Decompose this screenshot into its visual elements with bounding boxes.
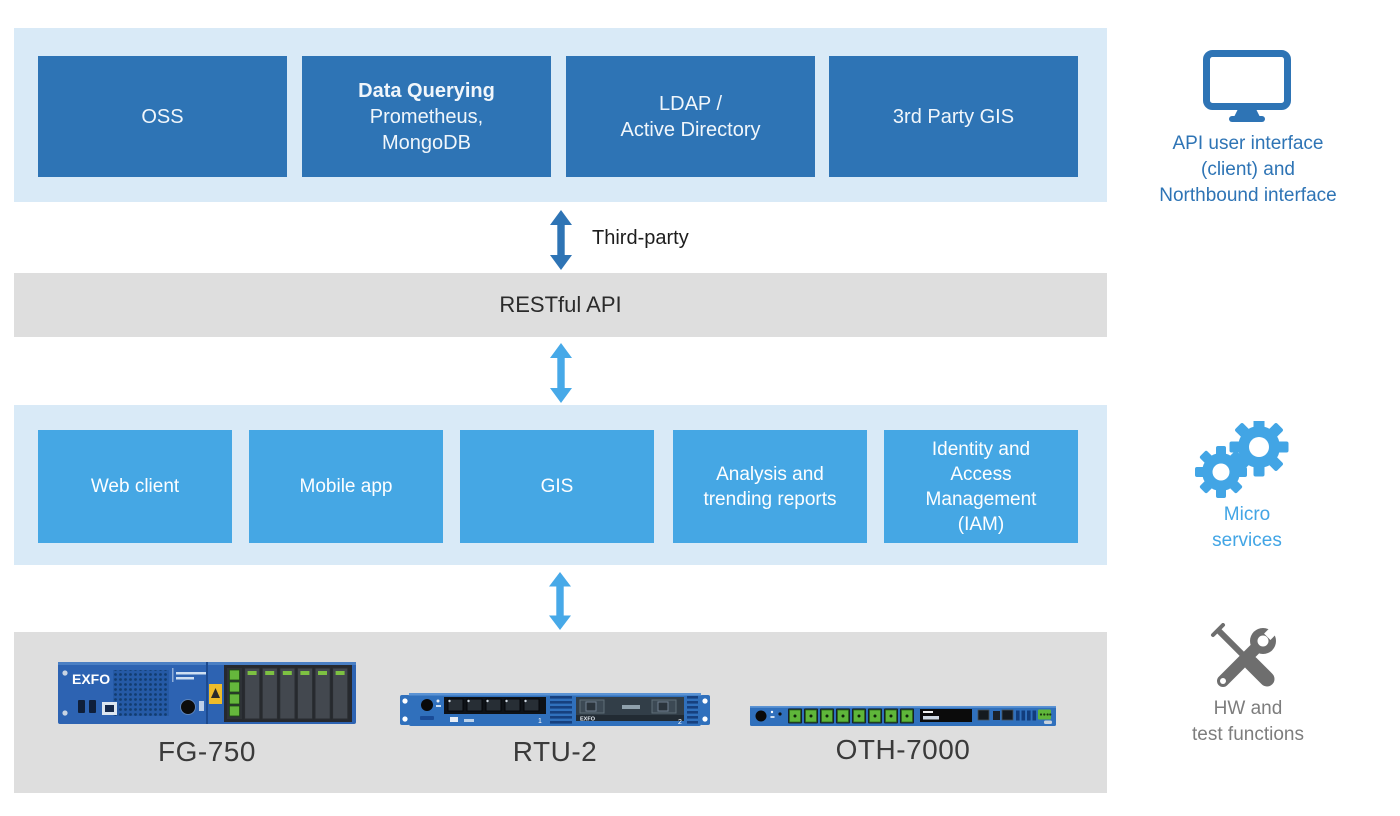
- oth-7000-image: [750, 706, 1056, 726]
- box-gis-label: GIS: [540, 476, 574, 497]
- svg-text:EXFO: EXFO: [580, 717, 596, 723]
- monitor-icon: [1203, 50, 1291, 122]
- hw-test-functions-label: HW and test functions: [1192, 698, 1304, 745]
- box-3rd-party-gis-label: 3rd Party GIS: [892, 105, 1015, 128]
- box-gis: GIS: [460, 430, 654, 543]
- restful-api-bar: RESTful API: [14, 273, 1107, 337]
- box-web-client: Web client: [38, 430, 232, 543]
- box-iam-label: Identity and Access Management (IAM): [925, 438, 1037, 535]
- box-analysis-trending-label: Analysis and trending reports: [703, 463, 837, 510]
- hardware-band: EXFO: [14, 632, 1107, 793]
- rtu-2-image: 1 EXFO 2: [400, 693, 710, 726]
- device-oth-7000: OTH-7000: [750, 706, 1056, 766]
- box-iam: Identity and Access Management (IAM): [884, 430, 1078, 543]
- northbound-band: OSS Data Querying Prometheus, MongoDB LD…: [14, 28, 1107, 202]
- box-mobile-app-label: Mobile app: [299, 476, 393, 497]
- box-mobile-app: Mobile app: [249, 430, 443, 543]
- device-fg-750: EXFO: [58, 662, 356, 768]
- svg-text:2: 2: [678, 719, 682, 726]
- microservices-label: Micro services: [1212, 504, 1282, 551]
- api-interface-label: API user interface (client) and Northbou…: [1159, 133, 1337, 206]
- svg-text:1: 1: [538, 718, 542, 725]
- box-data-querying-title: Data Querying: [358, 79, 495, 102]
- gears-icon: [1195, 421, 1289, 498]
- box-web-client-label: Web client: [90, 476, 180, 497]
- device-rtu-2: 1 EXFO 2: [400, 692, 710, 768]
- third-party-label: Third-party: [592, 227, 689, 249]
- box-analysis-trending: Analysis and trending reports: [673, 430, 867, 543]
- microservices-band: Web client Mobile app GIS Analysis and t…: [14, 405, 1107, 565]
- rtu-2-label: RTU-2: [512, 736, 598, 767]
- double-arrow-icon-dark: [550, 210, 572, 270]
- fg-750-label: FG-750: [158, 736, 256, 767]
- oth-7000-label: OTH-7000: [835, 734, 971, 765]
- box-ldap: LDAP / Active Directory: [566, 56, 815, 177]
- svg-text:EXFO: EXFO: [72, 671, 110, 687]
- box-data-querying-subtitle: Prometheus, MongoDB: [369, 105, 484, 154]
- double-arrow-icon-light-bottom: [549, 572, 571, 630]
- box-data-querying: Data Querying Prometheus, MongoDB: [302, 56, 551, 177]
- fg-750-image: EXFO: [58, 662, 356, 724]
- restful-api-label: RESTful API: [499, 292, 622, 317]
- box-3rd-party-gis: 3rd Party GIS: [829, 56, 1078, 177]
- box-ldap-label: LDAP / Active Directory: [620, 92, 761, 141]
- tools-icon: [1211, 623, 1281, 687]
- double-arrow-icon-light-top: [550, 343, 572, 403]
- box-oss-label: OSS: [141, 105, 184, 128]
- box-oss: OSS: [38, 56, 287, 177]
